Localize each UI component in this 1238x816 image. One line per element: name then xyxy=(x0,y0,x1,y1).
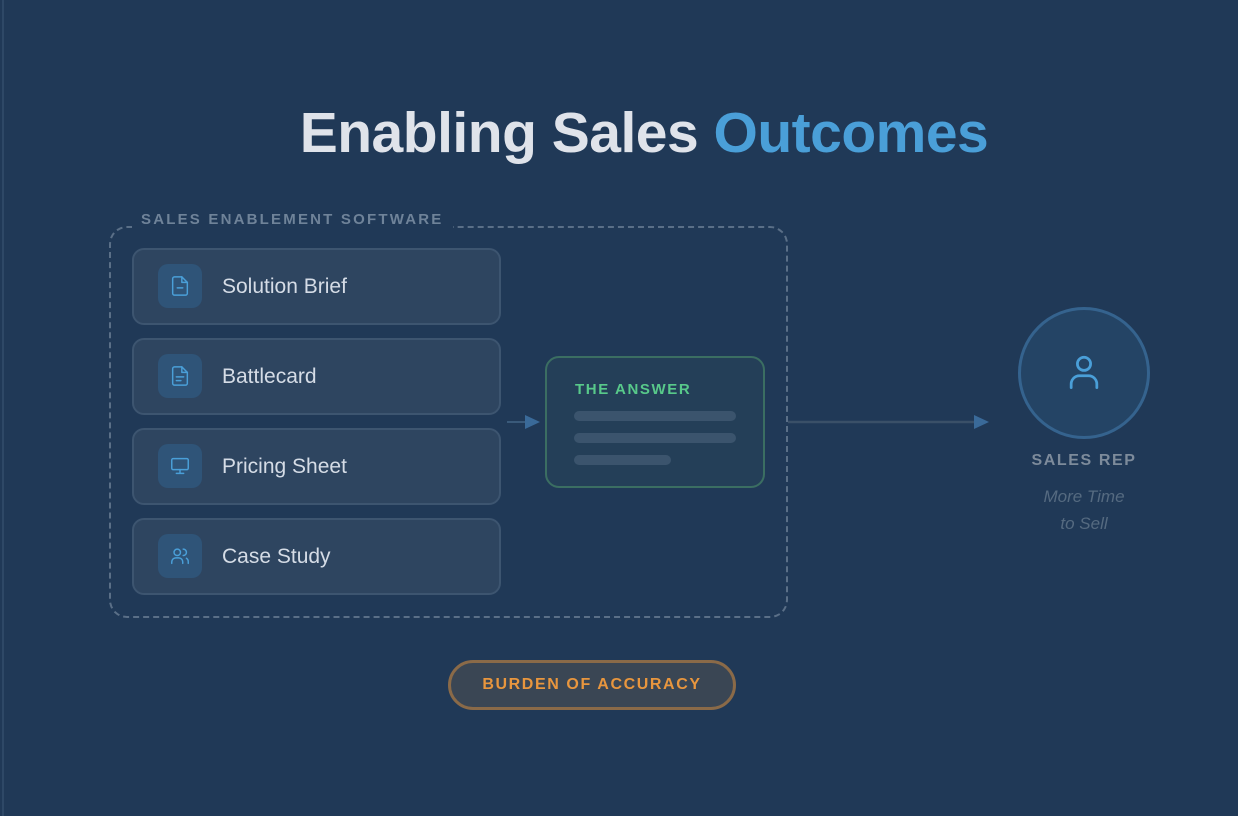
answer-title: THE ANSWER xyxy=(575,381,692,398)
user-icon xyxy=(1069,355,1099,390)
arrow-to-sales-rep xyxy=(788,415,989,429)
doc-card-battlecard[interactable]: Battlecard xyxy=(132,338,501,415)
answer-line xyxy=(574,411,736,421)
file-minus-icon xyxy=(158,264,202,308)
answer-card: THE ANSWER xyxy=(545,356,765,488)
page-title: Enabling Sales Outcomes xyxy=(0,100,1238,166)
monitor-icon xyxy=(158,444,202,488)
burden-of-accuracy-badge: BURDEN OF ACCURACY xyxy=(448,660,736,710)
doc-card-solution-brief[interactable]: Solution Brief xyxy=(132,248,501,325)
users-icon xyxy=(158,534,202,578)
left-edge-line xyxy=(2,0,4,816)
sales-rep-subtitle-1: More Time xyxy=(1043,487,1125,506)
file-text-icon xyxy=(158,354,202,398)
doc-label: Case Study xyxy=(222,545,331,568)
answer-line xyxy=(574,433,736,443)
doc-card-pricing-sheet[interactable]: Pricing Sheet xyxy=(132,428,501,505)
sales-rep-avatar xyxy=(1018,307,1150,439)
title-highlight: Outcomes xyxy=(713,101,989,165)
doc-card-case-study[interactable]: Case Study xyxy=(132,518,501,595)
title-main: Enabling Sales xyxy=(299,101,714,165)
doc-label: Pricing Sheet xyxy=(222,455,347,478)
doc-label: Solution Brief xyxy=(222,275,347,298)
sales-rep-subtitle-2: to Sell xyxy=(1060,514,1108,533)
sales-rep-label: SALES REP xyxy=(1031,452,1137,469)
arrow-to-answer xyxy=(507,415,540,429)
answer-line xyxy=(574,455,671,465)
doc-label: Battlecard xyxy=(222,365,317,388)
frame-label: SALES ENABLEMENT SOFTWARE xyxy=(132,211,453,228)
